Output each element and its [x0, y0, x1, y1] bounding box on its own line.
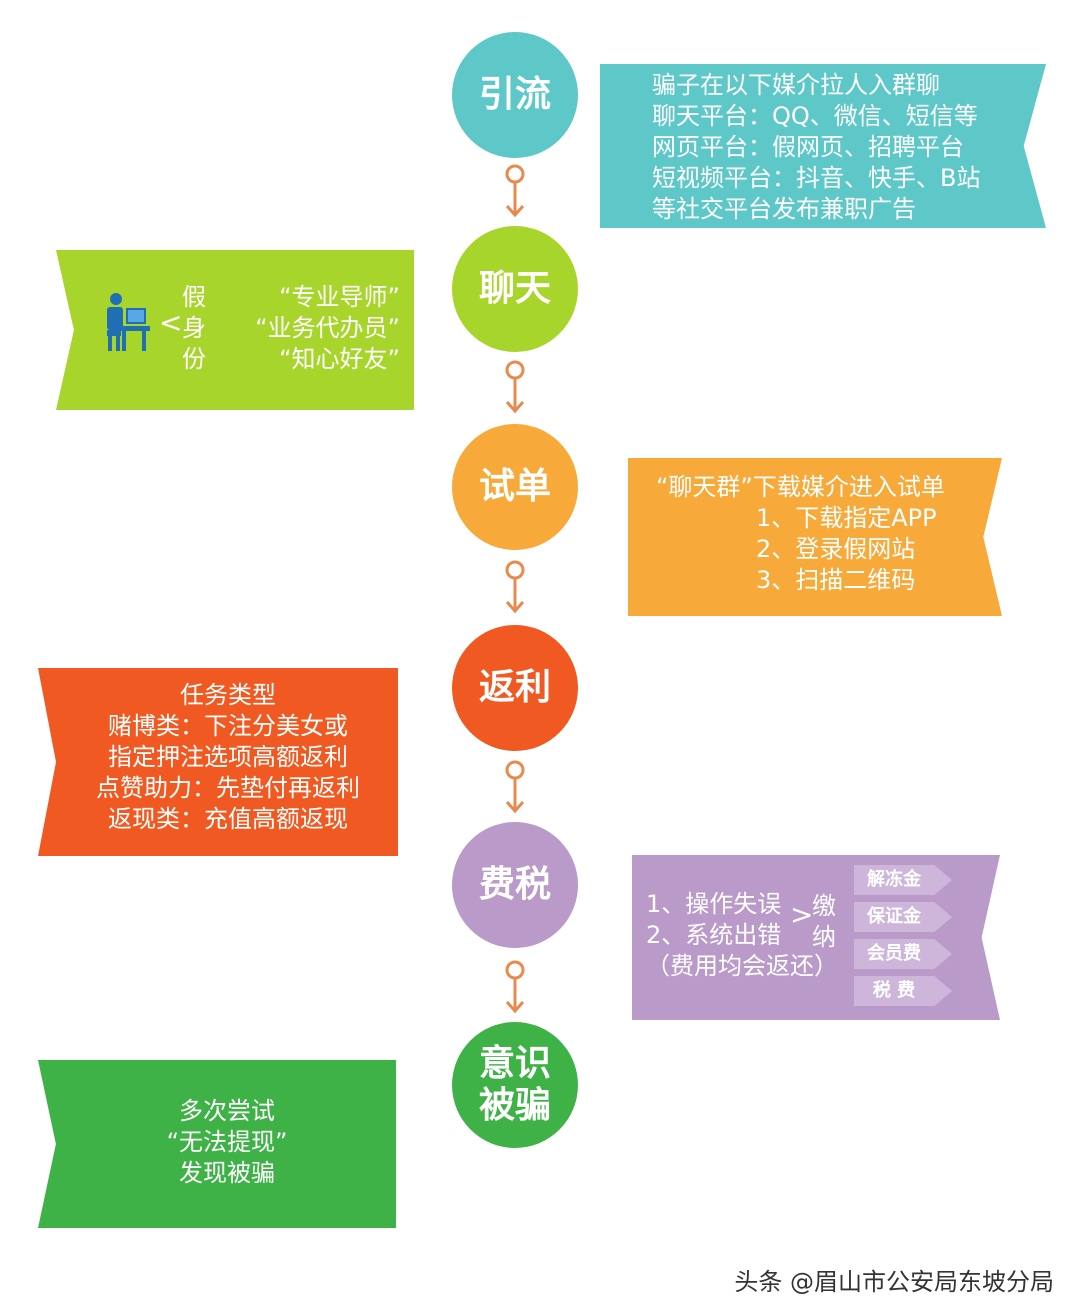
box-feishui: 1、操作失误 2、系统出错 （费用均会返还） > 缴 纳 解冻金 保证金 会员费…	[632, 855, 1000, 1020]
fee-tag: 解冻金	[854, 865, 952, 895]
box-shidan: “聊天群”下载媒介进入试单 1、下载指定APP 2、登录假网站 3、扫描二维码	[628, 458, 1002, 616]
step-yinliu: 引流	[452, 32, 578, 158]
pay-char: 纳	[812, 923, 836, 951]
side-char: 份	[182, 345, 206, 373]
side-char: 身	[182, 314, 206, 342]
bracket: >	[790, 898, 814, 931]
role: “业务代办员”	[255, 314, 400, 342]
text-line: 指定押注选项高额返利	[108, 743, 348, 771]
text-line: 短视频平台：抖音、快手、B站	[652, 164, 981, 192]
connector-arrow	[505, 360, 525, 414]
step-shidan: 试单	[452, 424, 578, 550]
text-line: 3、扫描二维码	[756, 566, 916, 594]
text-line: （费用均会返还）	[646, 952, 838, 980]
box-yishi: 多次尝试 “无法提现” 发现被骗	[38, 1060, 396, 1228]
text-line: 赌博类：下注分美女或	[108, 712, 348, 740]
step-fanli: 返利	[452, 625, 578, 751]
box-liaotian: 假 身 份 < “专业导师” “业务代办员” “知心好友”	[56, 250, 414, 410]
text-line: 等社交平台发布兼职广告	[652, 195, 916, 223]
text-line: 骗子在以下媒介拉人入群聊	[652, 71, 940, 99]
connector-arrow	[505, 560, 525, 614]
step-feishui: 费税	[452, 822, 578, 948]
box-fanli: 任务类型 赌博类：下注分美女或 指定押注选项高额返利 点赞助力：先垫付再返利 返…	[38, 668, 398, 856]
office-worker-icon	[107, 293, 150, 351]
fee-tag: 保证金	[854, 902, 952, 932]
text-line: 1、下载指定APP	[756, 504, 937, 532]
pay-char: 缴	[812, 892, 836, 920]
text-line: 点赞助力：先垫付再返利	[96, 774, 360, 802]
text-line: 网页平台：假网页、招聘平台	[652, 133, 964, 161]
connector-arrow	[505, 760, 525, 814]
side-char: 假	[182, 283, 206, 311]
text-line: 聊天平台：QQ、微信、短信等	[652, 102, 978, 130]
text-line: 1、操作失误	[646, 890, 782, 918]
step-liaotian: 聊天	[452, 226, 578, 352]
fee-tag: 会员费	[854, 939, 952, 969]
text-line: 任务类型	[180, 681, 276, 709]
text-line: 多次尝试	[179, 1097, 275, 1125]
bracket: <	[159, 306, 183, 339]
text-line: 返现类：充值高额返现	[108, 805, 348, 833]
box-yinliu: 骗子在以下媒介拉人入群聊 聊天平台：QQ、微信、短信等 网页平台：假网页、招聘平…	[600, 64, 1046, 228]
fee-tag: 税 费	[854, 976, 952, 1006]
role: “专业导师”	[279, 283, 400, 311]
text-line: “聊天群”下载媒介进入试单	[656, 473, 945, 501]
connector-arrow	[505, 164, 525, 218]
text-line: 2、登录假网站	[756, 535, 916, 563]
text-line: 发现被骗	[179, 1159, 275, 1187]
step-yishi: 意识被骗	[452, 1022, 578, 1148]
text-line: 2、系统出错	[646, 921, 782, 949]
role: “知心好友”	[279, 345, 400, 373]
connector-arrow	[505, 960, 525, 1014]
source-credit: 头条 @眉山市公安局东坡分局	[734, 1268, 1054, 1296]
text-line: “无法提现”	[166, 1128, 288, 1156]
